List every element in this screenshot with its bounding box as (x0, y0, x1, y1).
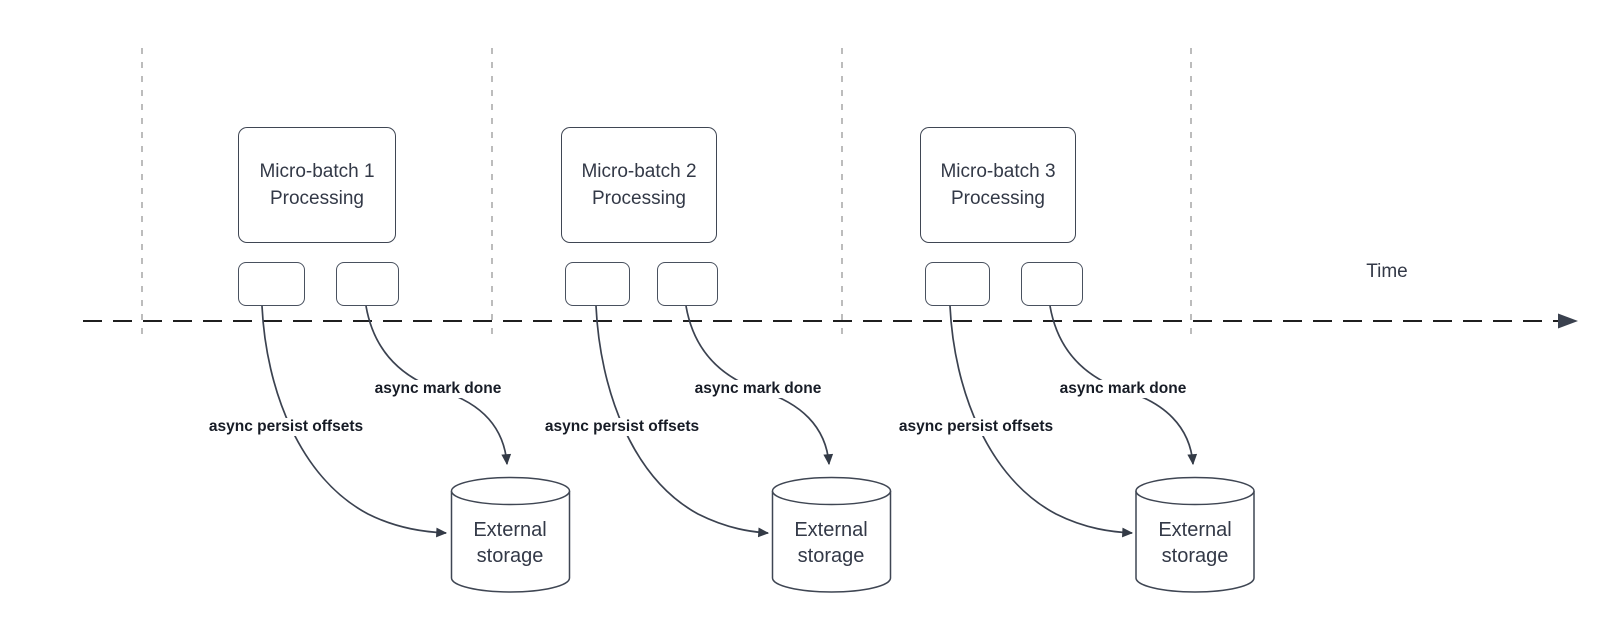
task-chip-right-3 (1021, 262, 1083, 306)
persist-offsets-label: async persist offsets (895, 418, 1057, 436)
persist-offsets-label: async persist offsets (205, 418, 367, 436)
task-chip-left-2 (565, 262, 630, 306)
storage-cylinder-top-3 (1135, 476, 1255, 506)
task-chip-right-2 (657, 262, 718, 306)
persist-offsets-label: async persist offsets (541, 418, 703, 436)
mark-done-label: async mark done (371, 380, 505, 398)
storage-cylinder-body-2 (771, 491, 892, 593)
processing-box-title: Micro-batch 3 Processing (940, 161, 1056, 209)
processing-box-title: Micro-batch 2 Processing (581, 161, 697, 209)
task-chip-right-1 (336, 262, 399, 306)
processing-box-title: Micro-batch 1 Processing (259, 161, 375, 209)
task-chip-left-3 (925, 262, 990, 306)
time-label: Time (1366, 261, 1408, 282)
storage-label: External storage (473, 519, 547, 567)
mark-done-label: async mark done (1056, 380, 1190, 398)
storage-cylinder-top-1 (450, 476, 571, 506)
timeline-arrowhead-icon (1558, 313, 1578, 329)
persist-offsets-arrow-2 (595, 305, 770, 538)
storage-label: External storage (1158, 519, 1232, 567)
storage-label: External storage (794, 519, 868, 567)
processing-box-2: Micro-batch 2 Processing (561, 127, 717, 243)
task-chip-left-1 (238, 262, 305, 306)
mark-done-label: async mark done (691, 380, 825, 398)
persist-offsets-arrow-3 (949, 305, 1134, 538)
processing-box-1: Micro-batch 1 Processing (238, 127, 396, 243)
persist-offsets-arrow-1 (261, 305, 448, 538)
storage-cylinder-top-2 (771, 476, 892, 506)
storage-cylinder-body-3 (1135, 491, 1255, 593)
processing-box-3: Micro-batch 3 Processing (920, 127, 1076, 243)
storage-cylinder-body-1 (450, 491, 571, 593)
